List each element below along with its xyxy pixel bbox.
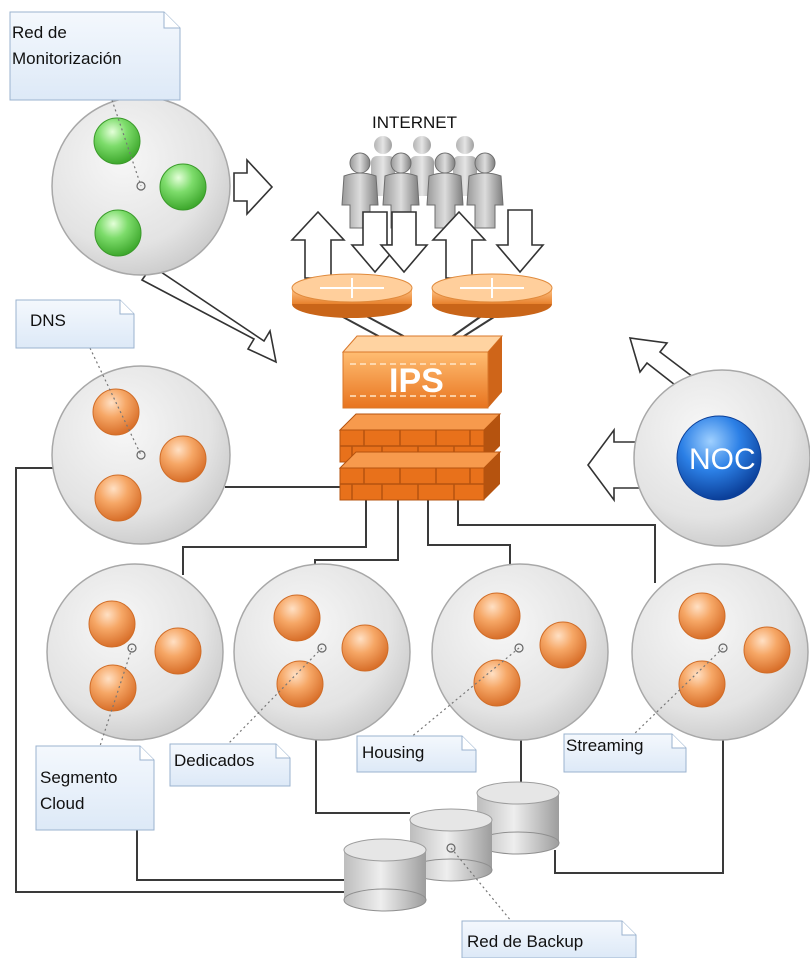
link-dedicados-backup: [315, 740, 410, 814]
note-dedicados: Dedicados: [169, 743, 291, 787]
link-cloud-backup: [136, 828, 345, 881]
server-node-icon: [473, 659, 521, 707]
server-node-icon: [94, 474, 142, 522]
server-node-icon: [276, 660, 324, 708]
noc-hub: [633, 369, 810, 547]
link-dedicados-firewall: [314, 500, 399, 570]
cloud-label-line2: Cloud: [40, 794, 84, 813]
server-node-icon: [92, 388, 140, 436]
callout-cloud: [99, 647, 133, 747]
note-monitoring: Red de Monitorización: [9, 11, 181, 101]
housing-hub: [431, 563, 609, 741]
cloud-hub: [46, 563, 224, 741]
server-node-icon: [154, 627, 202, 675]
server-node-icon: [89, 664, 137, 712]
database-icon: [343, 838, 427, 912]
server-node-icon: [273, 594, 321, 642]
dns-label: DNS: [30, 311, 66, 330]
noc-icon: [676, 415, 762, 501]
link-streaming-firewall: [457, 500, 656, 583]
traffic-arrows: [140, 157, 699, 503]
callout-monitoring: [111, 99, 142, 187]
callout-backup: [450, 847, 513, 923]
arrow-down-icon: [350, 211, 400, 274]
database-icon: [409, 808, 493, 882]
dns-hub: [51, 365, 231, 545]
arrow-left-icon: [587, 427, 641, 503]
callout-lines: [89, 99, 724, 923]
note-dns: DNS: [15, 299, 135, 349]
server-node-icon: [94, 209, 142, 257]
server-node-icon: [159, 163, 207, 211]
server-node-icon: [93, 117, 141, 165]
streaming-label: Streaming: [566, 736, 643, 755]
note-cloud: Segmento Cloud: [35, 745, 155, 831]
callout-streaming: [631, 647, 724, 737]
arrow-up-icon: [431, 210, 487, 279]
arrow-down-icon: [495, 209, 545, 274]
noc-label: NOC: [689, 443, 756, 476]
link-housing-firewall: [427, 500, 511, 568]
note-backup: Red de Backup: [461, 920, 637, 958]
users-icon: [341, 136, 504, 229]
ips-appliance-icon: [341, 335, 504, 409]
router-icon: [291, 273, 413, 318]
arrow-right-icon: [233, 157, 274, 217]
arrow-up-icon: [290, 210, 346, 279]
router-icon: [431, 273, 553, 318]
monitoring-label-line2: Monitorización: [12, 49, 122, 68]
backup-label: Red de Backup: [467, 932, 583, 951]
arrow-diagonal-icon: [140, 264, 278, 364]
dedicados-hub: [233, 563, 411, 741]
server-node-icon: [539, 621, 587, 669]
server-node-icon: [678, 592, 726, 640]
server-node-icon: [88, 600, 136, 648]
note-housing: Housing: [356, 735, 477, 773]
server-node-icon: [678, 660, 726, 708]
firewall-icon: [338, 413, 502, 501]
server-node-icon: [743, 626, 791, 674]
arrow-down-icon: [379, 211, 429, 274]
server-node-icon: [159, 435, 207, 483]
server-node-icon: [341, 624, 389, 672]
ips-label: IPS: [389, 362, 444, 400]
link-cloud-firewall: [182, 500, 367, 575]
link-dns-backup: [15, 467, 345, 893]
network-segment-icon: [631, 563, 809, 741]
monitoring-hub: [51, 96, 231, 276]
dedicados-label: Dedicados: [174, 751, 254, 770]
callout-housing: [409, 647, 520, 739]
cloud-label-line1: Segmento: [40, 768, 118, 787]
internet-label: INTERNET: [372, 113, 457, 132]
link-streaming-backup: [554, 738, 724, 874]
housing-label: Housing: [362, 743, 424, 762]
server-node-icon: [473, 592, 521, 640]
monitoring-label-line1: Red de: [12, 23, 67, 42]
streaming-hub: [631, 563, 809, 741]
note-streaming: Streaming: [563, 733, 687, 773]
